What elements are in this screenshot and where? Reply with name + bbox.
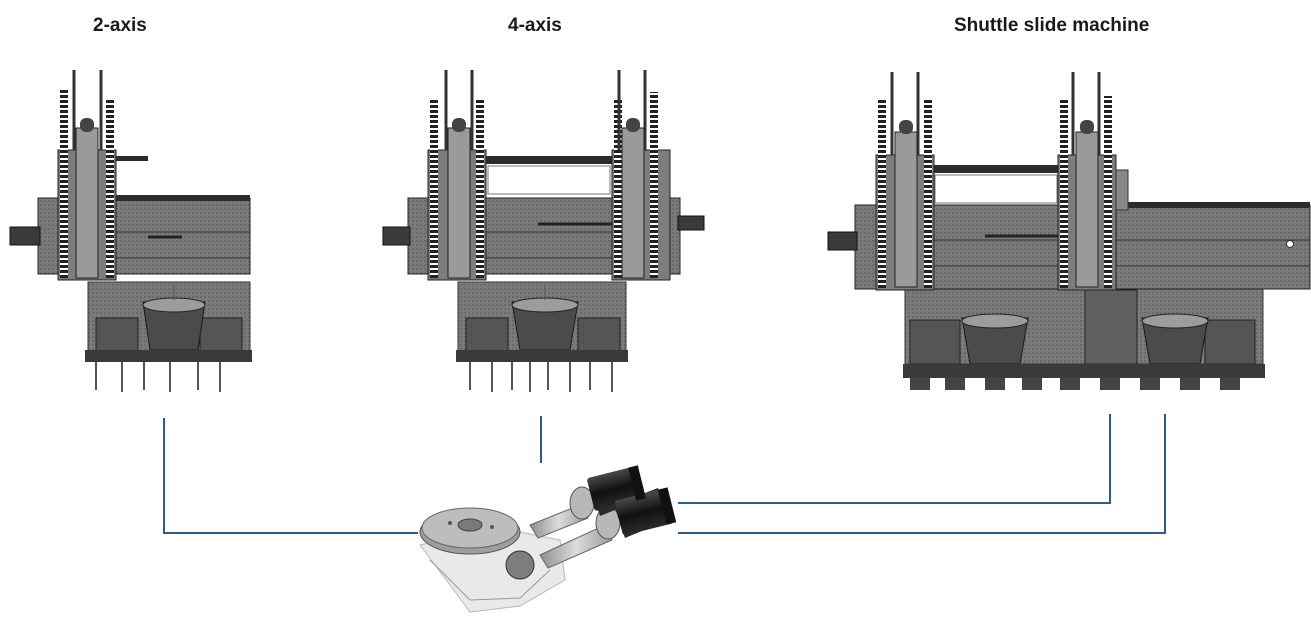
connector-lines: [163, 414, 1166, 534]
rotary-table-drive-unit-icon: [419, 465, 677, 613]
label-shuttle-slide-machine: Shuttle slide machine: [954, 15, 1150, 36]
connector-shuttle-left: [678, 414, 1111, 504]
connector-shuttle-right: [678, 414, 1166, 534]
gantry-machine-shuttle-icon: [827, 72, 1311, 390]
label-2-axis: 2-axis: [93, 15, 147, 36]
gantry-machine-2axis-icon: [9, 70, 252, 392]
gantry-machine-4axis-icon: [382, 70, 705, 392]
label-4-axis: 4-axis: [508, 15, 562, 36]
connector-2axis: [163, 418, 418, 534]
